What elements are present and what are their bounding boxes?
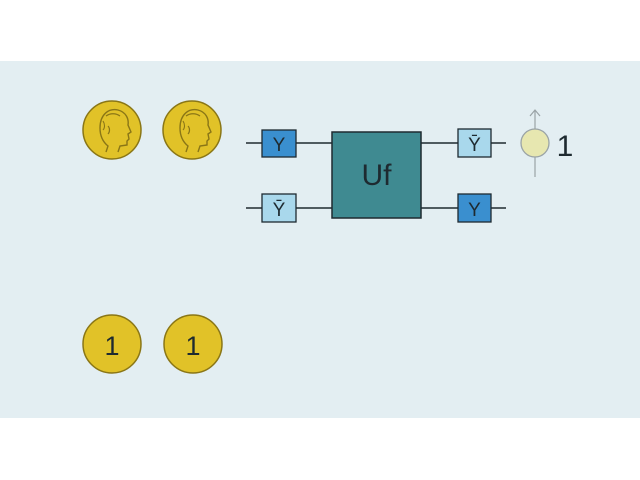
coin-bottom-left: 1 <box>82 314 142 374</box>
wires <box>246 142 506 209</box>
gate-top-out-label: Ȳ <box>468 135 481 156</box>
uf-gate: Uf <box>331 131 422 219</box>
qubit-value: 1 <box>557 130 574 163</box>
gate-top-out: Ȳ <box>457 128 492 158</box>
coin-bottom-left-value: 1 <box>104 331 119 361</box>
slide-panel: Uf Y Ȳ Ȳ Y <box>0 61 640 418</box>
gate-top-in-label: Y <box>273 135 286 156</box>
gate-bottom-out-label: Y <box>468 200 481 221</box>
qubit-state-icon <box>520 109 550 177</box>
gate-bottom-in: Ȳ <box>261 193 297 223</box>
coin-bottom-right-value: 1 <box>185 331 200 361</box>
gate-bottom-in-label: Ȳ <box>273 200 286 221</box>
uf-label: Uf <box>362 159 393 192</box>
circuit-diagram: Uf Y Ȳ Ȳ Y <box>82 100 574 374</box>
coin-head-top-left <box>82 100 142 160</box>
coin-bottom-right: 1 <box>163 314 223 374</box>
coin-head-top-right <box>162 100 222 160</box>
gate-bottom-out: Y <box>457 193 492 223</box>
head-profile-icon <box>179 108 212 153</box>
head-profile-icon <box>99 108 132 153</box>
gate-top-in: Y <box>261 129 297 158</box>
